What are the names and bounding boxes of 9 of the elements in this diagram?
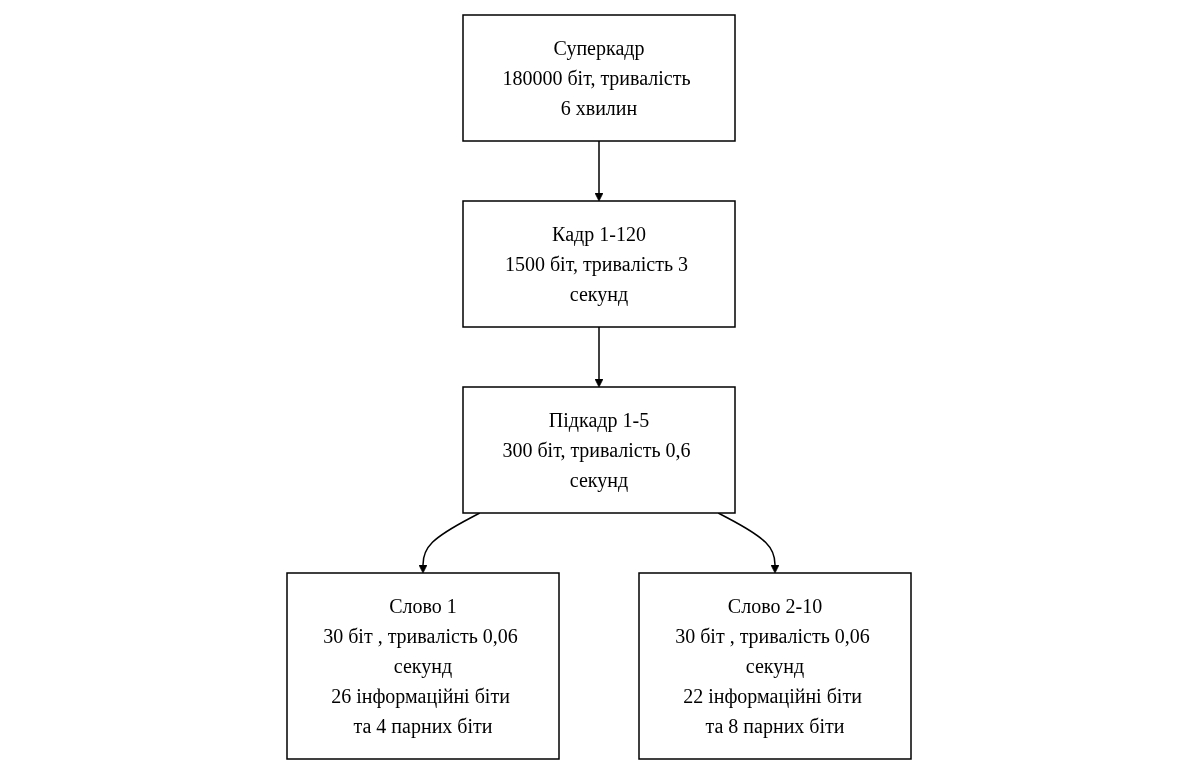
node-box: Суперкадр 180000 біт, тривалість 6 хвилин (462, 13, 736, 142)
node-box: Слово 1 30 біт , тривалість 0,06 секунд 26 інформаційні біти та 4 парних біти (286, 571, 560, 760)
node-box: Слово 2-10 30 біт , тривалість 0,06 секунд 22 інформаційні біти та 8 парних біти (638, 571, 912, 760)
arrow (418, 511, 481, 573)
arrow (594, 139, 604, 201)
arrow (594, 325, 604, 387)
arrow (717, 511, 780, 573)
node-box: Підкадр 1-5 300 біт, тривалість 0,6 секунд (462, 385, 736, 514)
node-box: Кадр 1-120 1500 біт, тривалість 3 секунд (462, 199, 736, 328)
